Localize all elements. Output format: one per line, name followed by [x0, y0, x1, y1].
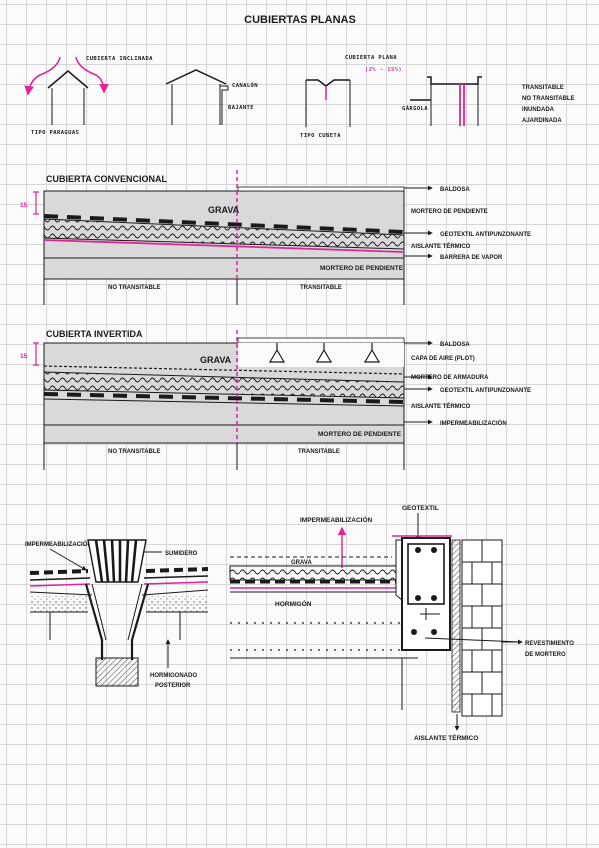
type-ajardinada: AJARDINADA [522, 118, 562, 124]
convencional-layer-geotextil: GEOTEXTIL ANTIPUNZONANTE [440, 232, 531, 238]
peto-label-impermeabilizacion: IMPERMEABILIZACIÓN [300, 515, 373, 524]
canalon-sketch: CANALÓN BAJANTE [165, 69, 258, 125]
label-canalon: CANALÓN [232, 82, 258, 89]
label-cubierta-inclinada: CUBIERTA INCLINADA [86, 56, 153, 62]
convencional-layer-barrera: BARRERA DE VAPOR [440, 255, 503, 261]
sumidero-label-hormigonado: HORMIGONADO [150, 673, 197, 679]
label-bajante: BAJANTE [228, 105, 254, 111]
invertida-no-transitable: NO TRANSITABLE [108, 449, 161, 455]
label-pendiente: (2% - 15%) [365, 67, 402, 73]
convencional-layer-baldosa: BALDOSA [440, 187, 470, 193]
sumidero-label: SUMIDERO [165, 551, 198, 557]
convencional-mortero: MORTERO DE PENDIENTE [320, 265, 404, 272]
convencional-title: CUBIERTA CONVENCIONAL [46, 174, 168, 184]
invertida-transitable: TRANSITABLE [298, 449, 340, 455]
peto-label-revestimiento-1: REVESTIMIENTO [525, 641, 574, 647]
inclinada-sketch: CUBIERTA INCLINADA TIPO PARAGUAS [24, 56, 153, 136]
detail-peto: IMPERMEABILIZACIÓN GEOTEXTIL GRAVA HORMI… [229, 505, 574, 742]
invertida-layer-aislante: AISLANTE TÉRMICO [411, 402, 471, 410]
invertida-dim: 15 [20, 353, 28, 360]
peto-label-grava: GRAVA [291, 560, 312, 566]
cubierta-types-list: TRANSITABLE NO TRANSITABLE INUNDADA AJAR… [522, 85, 575, 124]
peto-label-hormigon: HORMIGÓN [275, 599, 312, 608]
type-no-transitable: NO TRANSITABLE [522, 96, 575, 102]
invertida-layer-impermeabilizacion: IMPERMEABILIZACIÓN [440, 419, 507, 427]
invertida-layer-plot: CAPA DE AIRE (PLOT) [411, 356, 475, 362]
section-invertida: CUBIERTA INVERTIDA 15 GRAVA MORTERO DE P… [20, 329, 531, 470]
invertida-grava: GRAVA [200, 355, 232, 365]
peto-label-aislante: AISLANTE TÉRMICO [414, 733, 478, 742]
peto-label-revestimiento-2: DE MORTERO [525, 652, 566, 658]
invertida-layer-baldosa: BALDOSA [440, 342, 470, 348]
invertida-mortero: MORTERO DE PENDIENTE [318, 431, 402, 438]
convencional-layer-mortero: MORTERO DE PENDIENTE [411, 209, 488, 215]
convencional-transitable: TRANSITABLE [300, 285, 342, 291]
convencional-no-transitable: NO TRANSITABLE [108, 285, 161, 291]
sumidero-label-impermeabilizacion: IMPERMEABILIZACIÓN [25, 540, 92, 548]
type-transitable: TRANSITABLE [522, 85, 564, 91]
label-tipo-paraguas: TIPO PARAGUAS [31, 130, 79, 136]
convencional-grava: GRAVA [208, 205, 240, 215]
sumidero-label-posterior: POSTERIOR [155, 683, 191, 689]
invertida-layer-mortero: MORTERO DE ARMADURA [411, 375, 489, 381]
convencional-layer-aislante: AISLANTE TÉRMICO [411, 242, 471, 250]
label-cubierta-plana: CUBIERTA PLANA [345, 55, 397, 61]
invertida-title: CUBIERTA INVERTIDA [46, 329, 143, 339]
page-title: CUBIERTAS PLANAS [244, 14, 356, 26]
label-gargola: GÁRGOLA [402, 105, 428, 112]
plana-sketch: CUBIERTA PLANA (2% - 15%) TIPO CUBETA GÁ… [300, 55, 482, 139]
type-inundada: INUNDADA [522, 107, 555, 113]
invertida-layer-geotextil: GEOTEXTIL ANTIPUNZONANTE [440, 388, 531, 394]
label-tipo-cubeta: TIPO CUBETA [300, 133, 341, 139]
section-convencional: CUBIERTA CONVENCIONAL 15 GRAVA MORTERO D… [20, 170, 531, 305]
convencional-dim: 15 [20, 202, 28, 209]
detail-sumidero: IMPERMEABILIZACIÓN SUMIDERO HORMIGONADO … [25, 539, 209, 689]
peto-label-geotextil: GEOTEXTIL [402, 505, 439, 512]
